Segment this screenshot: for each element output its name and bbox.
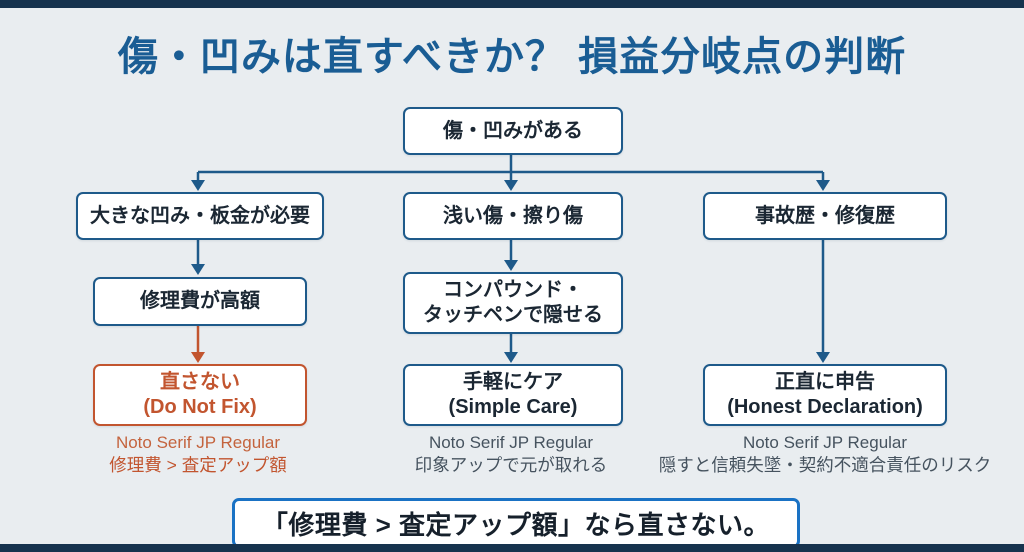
arrowhead-mid-result [504,352,518,363]
arrowhead-branch-left [191,180,205,191]
node-condition-shallow-scratch: 浅い傷・擦り傷 [403,192,623,240]
caption-line1: Noto Serif JP Regular [115,433,281,452]
result-jp: 直さない [160,371,240,393]
node-result-honest-declaration: 正直に申告 (Honest Declaration) [703,364,947,426]
caption-line1: Noto Serif JP Regular [742,433,908,452]
caption-do-not-fix: Noto Serif JP Regular 修理費 > 査定アップ額 [58,432,338,477]
result-en: (Honest Declaration) [727,396,923,418]
conclusion-text: 「修理費 > 査定アップ額」なら直さない。 [261,509,771,540]
arrowhead-right-result [816,352,830,363]
node-root: 傷・凹みがある [403,107,623,155]
node-condition-major-dent: 大きな凹み・板金が必要 [76,192,324,240]
top-border-bar [0,0,1024,8]
node-label-line1: コンパウンド・ [443,279,583,301]
node-result-simple-care: 手軽にケア (Simple Care) [403,364,623,426]
result-jp: 正直に申告 [775,371,875,393]
node-root-label: 傷・凹みがある [443,119,583,142]
caption-line1: Noto Serif JP Regular [428,433,594,452]
node-condition-accident-history: 事故歴・修復歴 [703,192,947,240]
node-label: 修理費が高額 [140,290,260,312]
caption-line2: 印象アップで元が取れる [414,455,608,476]
arrowhead-left-result-orange [191,352,205,363]
caption-honest-declaration: Noto Serif JP Regular 隠すと信頼失墜・契約不適合責任のリス… [653,432,997,477]
arrowhead-left-step [191,264,205,275]
arrowhead-branch-right [816,180,830,191]
node-label: 事故歴・修復歴 [755,204,895,227]
caption-simple-care: Noto Serif JP Regular 印象アップで元が取れる [371,432,651,477]
node-label: 浅い傷・擦り傷 [443,204,583,227]
arrowhead-mid-step [504,260,518,271]
arrowhead-branch-mid [504,180,518,191]
node-step-compound-touchpen: コンパウンド・ タッチペンで隠せる [403,272,623,334]
bottom-border-bar [0,544,1024,552]
caption-line2: 隠すと信頼失墜・契約不適合責任のリスク [658,455,992,476]
connector-root-branch [196,151,825,181]
node-step-high-repair-cost: 修理費が高額 [93,277,307,326]
result-en: (Simple Care) [448,396,578,418]
caption-line2: 修理費 > 査定アップ額 [109,455,287,476]
result-en: (Do Not Fix) [143,396,257,418]
node-result-do-not-fix: 直さない (Do Not Fix) [93,364,307,426]
result-jp: 手軽にケア [463,371,563,393]
conclusion-box: 「修理費 > 査定アップ額」なら直さない。 [232,498,800,548]
node-label-line2: タッチペンで隠せる [423,304,603,326]
node-label: 大きな凹み・板金が必要 [90,204,310,227]
page-title: 傷・凹みは直すべきか？ 損益分岐点の判断 [117,35,907,79]
